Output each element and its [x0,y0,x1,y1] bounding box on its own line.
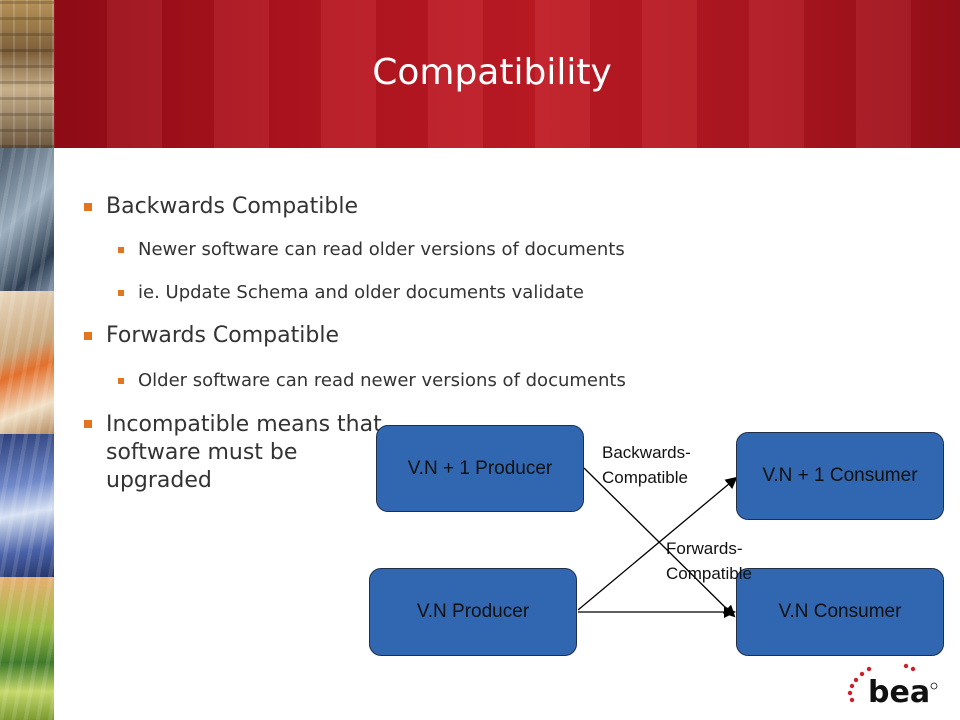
bullet-marker [84,332,92,340]
subbullet-marker [118,247,124,253]
side-photo-2 [0,291,54,434]
box-label: V.N + 1 Producer [407,457,553,479]
arrow-old-producer-to-new-consumer [577,476,738,611]
svg-text:bea: bea [868,675,930,708]
label-backwards-compatible: Backwards- Compatible [602,440,732,490]
label-line: Compatible [602,468,688,487]
label-line: Forwards- [666,539,743,558]
bullet-text: Incompatible means that software must be… [106,412,382,493]
side-photo-strip [0,148,54,720]
subbullet-marker [118,378,124,384]
box-vn1-consumer: V.N + 1 Consumer [736,432,944,520]
side-photo-1 [0,148,54,291]
banner-texture [0,0,960,148]
title-banner [0,0,960,148]
subbullet-text: Older software can read newer versions o… [138,370,626,391]
label-forwards-compatible: Forwards- Compatible [666,536,796,586]
label-line: Backwards- [602,443,691,462]
box-vn-producer: V.N Producer [369,568,577,656]
side-photo-4 [0,577,54,720]
box-label: V.N Consumer [778,601,902,622]
box-vn-consumer: V.N Consumer [736,568,944,656]
bullet-marker [84,420,92,428]
subbullet-text: Newer software can read older versions o… [138,239,625,260]
subbullet-text: ie. Update Schema and older documents va… [138,282,584,303]
bullet-text: Backwards Compatible [106,194,359,219]
bullet-marker [84,203,92,211]
warehouse-photo [0,0,54,148]
side-photo-3 [0,434,54,577]
box-label: V.N Producer [416,601,530,622]
bullet-text: Forwards Compatible [106,323,339,348]
box-label: V.N + 1 Consumer [762,465,918,486]
bea-logo: bea [847,663,938,708]
slide-title: Compatibility [372,52,612,93]
label-line: Compatible [666,564,752,583]
subbullet-marker [118,290,124,296]
box-vn1-producer: V.N + 1 Producer [376,425,584,512]
